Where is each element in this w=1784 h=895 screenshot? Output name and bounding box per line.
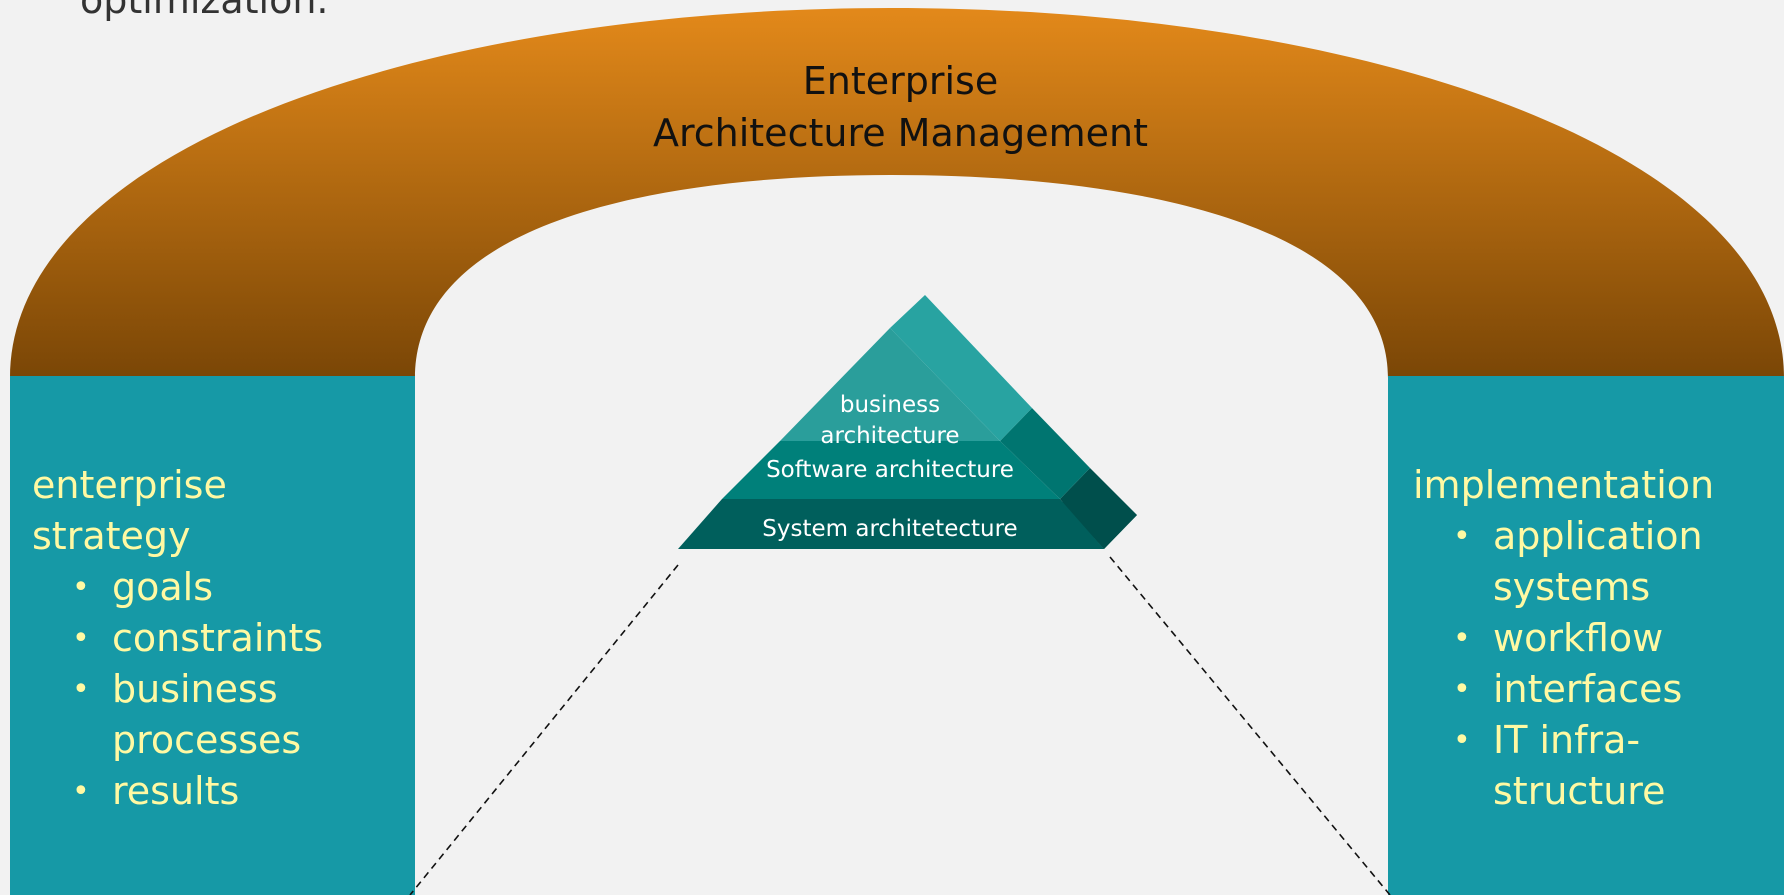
bullet-icon: • <box>72 774 90 809</box>
left-pillar-heading-line1: enterprise <box>32 463 227 507</box>
pyramid-layer-system-side-face <box>1060 468 1137 549</box>
pyramid-label-software: Software architecture <box>766 457 1014 483</box>
bullet-icon: • <box>72 570 90 605</box>
bullet-icon: • <box>1453 621 1471 656</box>
bullet-icon: • <box>1453 672 1471 707</box>
left-pillar <box>10 376 415 895</box>
bullet-icon: • <box>1453 519 1471 554</box>
arch-title-line2: Architecture Management <box>652 111 1149 155</box>
right-pillar <box>1388 376 1784 895</box>
left-dashed-connector <box>409 564 679 895</box>
arch-band <box>10 8 1784 378</box>
pyramid-label-business-line1: business <box>839 392 941 418</box>
pyramid-label-business: business architecture <box>790 390 990 452</box>
list-item: • interfaces <box>1413 664 1783 715</box>
list-item-text: workflow <box>1493 616 1664 660</box>
bullet-icon: • <box>72 672 90 707</box>
list-item-text: goals <box>112 565 214 609</box>
list-item: • results <box>32 766 412 817</box>
list-item: • constraints <box>32 613 412 664</box>
list-item-text: constraints <box>112 616 324 660</box>
left-pillar-text: enterprise strategy • goals • constraint… <box>32 460 412 817</box>
list-item: • business processes <box>32 664 332 766</box>
left-pillar-list: • goals • constraints • business process… <box>32 562 412 817</box>
pyramid-layer-business-side-face <box>890 295 1032 441</box>
bullet-icon: • <box>1453 723 1471 758</box>
pyramid-layer-software-side-face <box>1000 408 1090 499</box>
right-pillar-text: implementation • application systems • w… <box>1413 460 1783 817</box>
pyramid-layer-system <box>678 499 1104 549</box>
right-pillar-list: • application systems • workflow • inter… <box>1413 511 1783 817</box>
list-item: • goals <box>32 562 412 613</box>
pyramid-layer-software <box>722 441 1060 499</box>
list-item-text: business processes <box>112 667 302 762</box>
list-item-text: IT infra-structure <box>1493 718 1666 813</box>
list-item: • IT infra-structure <box>1413 715 1693 817</box>
list-item: • application systems <box>1413 511 1723 613</box>
right-pillar-heading: implementation <box>1413 463 1715 507</box>
list-item: • workflow <box>1413 613 1783 664</box>
list-item-text: application systems <box>1493 514 1703 609</box>
arch-title-line1: Enterprise <box>802 59 999 103</box>
header-cut-text: optimization. <box>80 0 329 22</box>
list-item-text: results <box>112 769 240 813</box>
pyramid-label-business-line2: architecture <box>820 423 960 449</box>
left-pillar-heading-line2: strategy <box>32 514 191 558</box>
arch-title: Enterprise Architecture Management <box>500 55 1301 159</box>
right-dashed-connector <box>1109 556 1391 895</box>
pyramid-layer-business <box>780 328 1000 441</box>
list-item-text: interfaces <box>1493 667 1683 711</box>
pyramid-label-system: System architetecture <box>762 516 1018 542</box>
bullet-icon: • <box>72 621 90 656</box>
